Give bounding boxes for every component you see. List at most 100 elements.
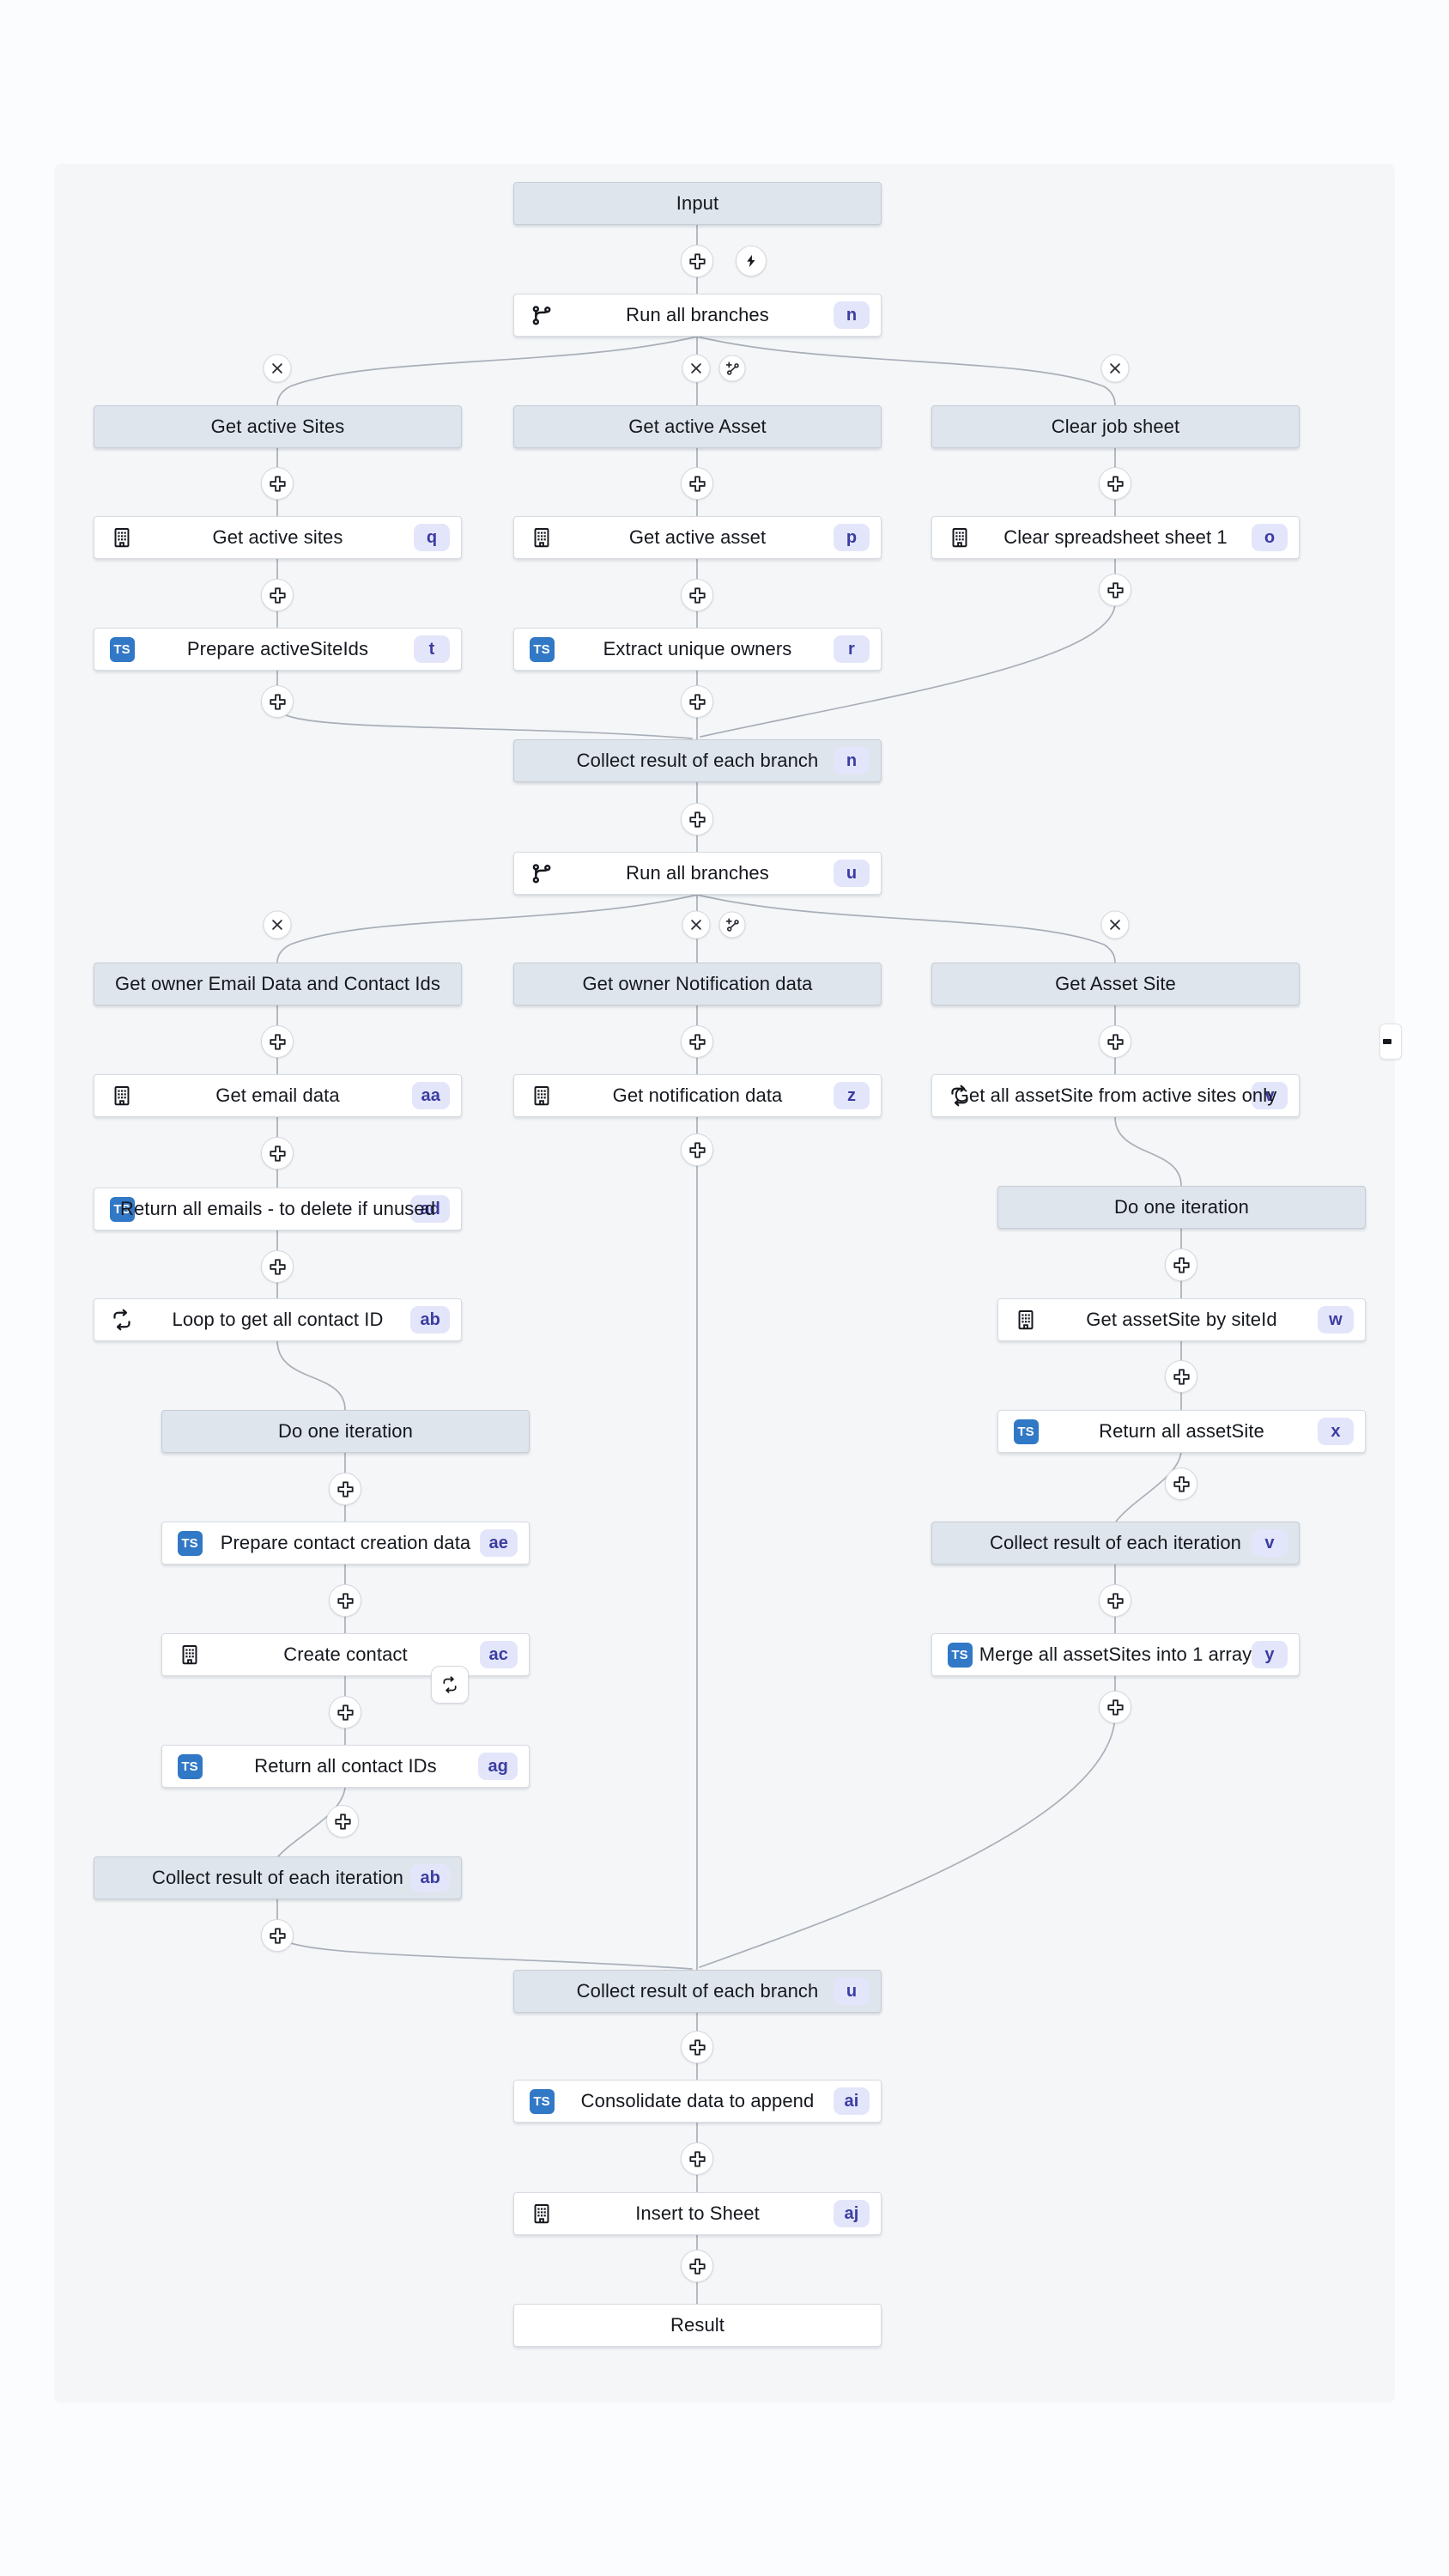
node-label: Create contact <box>283 1643 408 1665</box>
step-badge: o <box>1252 524 1288 551</box>
node-do-one-iteration-right[interactable]: Do one iteration <box>997 1186 1366 1229</box>
add-step-button[interactable] <box>261 685 294 718</box>
loop-settings-button[interactable] <box>431 1666 469 1704</box>
connector <box>1115 1451 1182 1522</box>
delete-branch-button[interactable] <box>682 910 711 939</box>
delete-branch-button[interactable] <box>682 354 711 383</box>
add-step-button[interactable] <box>1165 1360 1197 1393</box>
add-step-button[interactable] <box>681 803 713 835</box>
node-label: Clear spreadsheet sheet 1 <box>1003 526 1228 548</box>
building-icon <box>529 1083 555 1109</box>
node-label: Do one iteration <box>1114 1196 1249 1218</box>
add-step-button[interactable] <box>1165 1249 1197 1281</box>
add-step-button[interactable] <box>681 245 713 277</box>
add-step-button[interactable] <box>261 1025 294 1058</box>
connector <box>696 336 1116 406</box>
add-step-button[interactable] <box>681 685 713 718</box>
node-label: Collect result of each branch <box>576 750 819 771</box>
add-step-button[interactable] <box>261 1137 294 1170</box>
delete-branch-button[interactable] <box>263 910 292 939</box>
add-step-button[interactable] <box>261 579 294 611</box>
add-step-button[interactable] <box>681 1133 713 1166</box>
node-label: Insert to Sheet <box>635 2202 760 2224</box>
connector <box>276 894 698 963</box>
node-input[interactable]: Input <box>513 182 882 225</box>
delete-branch-button[interactable] <box>1100 354 1130 383</box>
node-clear-spreadsheet-sheet-1[interactable]: Clear spreadsheet sheet 1 o <box>931 516 1300 559</box>
node-label: Loop to get all contact ID <box>172 1309 384 1330</box>
instant-trigger-button[interactable] <box>736 246 767 276</box>
add-step-button[interactable] <box>261 467 294 500</box>
building-icon <box>947 525 973 550</box>
canvas-edge-control[interactable] <box>1379 1024 1402 1060</box>
add-step-button[interactable] <box>1099 1691 1131 1723</box>
node-loop-get-all-contact-id[interactable]: Loop to get all contact ID ab <box>94 1298 462 1341</box>
step-badge: ab <box>410 1864 450 1892</box>
node-get-owner-email-header[interactable]: Get owner Email Data and Contact Ids <box>94 963 462 1005</box>
ts-icon: TS <box>529 636 555 662</box>
add-step-button[interactable] <box>681 467 713 500</box>
add-branch-button[interactable] <box>718 911 746 939</box>
node-label: Get active sites <box>212 526 343 548</box>
delete-branch-button[interactable] <box>1100 910 1130 939</box>
add-step-button[interactable] <box>326 1805 359 1838</box>
add-step-button[interactable] <box>681 2031 713 2063</box>
add-step-button[interactable] <box>1099 1025 1131 1058</box>
node-label: Get notification data <box>612 1084 783 1106</box>
step-badge: aj <box>834 2200 870 2227</box>
add-step-button[interactable] <box>261 1250 294 1283</box>
node-label: Collect result of each branch <box>576 1980 819 2002</box>
add-step-button[interactable] <box>681 2250 713 2282</box>
node-do-one-iteration-left[interactable]: Do one iteration <box>161 1410 530 1453</box>
step-badge: v <box>1252 1529 1288 1557</box>
node-result[interactable]: Result <box>513 2304 882 2347</box>
node-insert-to-sheet[interactable]: Insert to Sheet aj <box>513 2192 882 2235</box>
node-label: Run all branches <box>626 862 769 884</box>
add-step-button[interactable] <box>261 1919 294 1952</box>
node-clear-job-sheet-header[interactable]: Clear job sheet <box>931 405 1300 448</box>
step-badge: ac <box>479 1641 518 1668</box>
branch-icon <box>529 860 555 886</box>
ts-icon: TS <box>177 1530 203 1556</box>
add-step-button[interactable] <box>681 1025 713 1058</box>
node-get-active-asset-header[interactable]: Get active Asset <box>513 405 882 448</box>
add-branch-button[interactable] <box>718 355 746 382</box>
add-step-button[interactable] <box>329 1584 361 1617</box>
node-get-active-sites-header[interactable]: Get active Sites <box>94 405 462 448</box>
node-label: Merge all assetSites into 1 array <box>979 1643 1252 1665</box>
add-step-button[interactable] <box>1099 467 1131 500</box>
add-step-button[interactable] <box>329 1696 361 1728</box>
add-step-button[interactable] <box>329 1473 361 1505</box>
delete-branch-button[interactable] <box>263 354 292 383</box>
add-step-button[interactable] <box>681 579 713 611</box>
add-step-button[interactable] <box>1099 1584 1131 1617</box>
node-get-asset-site-header[interactable]: Get Asset Site <box>931 963 1300 1005</box>
add-step-button[interactable] <box>1165 1467 1197 1500</box>
node-get-all-assetsite[interactable]: Get all assetSite from active sites only… <box>931 1074 1300 1117</box>
node-label: Input <box>676 192 719 214</box>
node-create-contact[interactable]: Create contact ac <box>161 1633 530 1676</box>
node-get-owner-notification-header[interactable]: Get owner Notification data <box>513 963 882 1005</box>
add-step-button[interactable] <box>1099 574 1131 606</box>
step-badge: ab <box>410 1306 450 1334</box>
add-step-button[interactable] <box>681 2142 713 2175</box>
